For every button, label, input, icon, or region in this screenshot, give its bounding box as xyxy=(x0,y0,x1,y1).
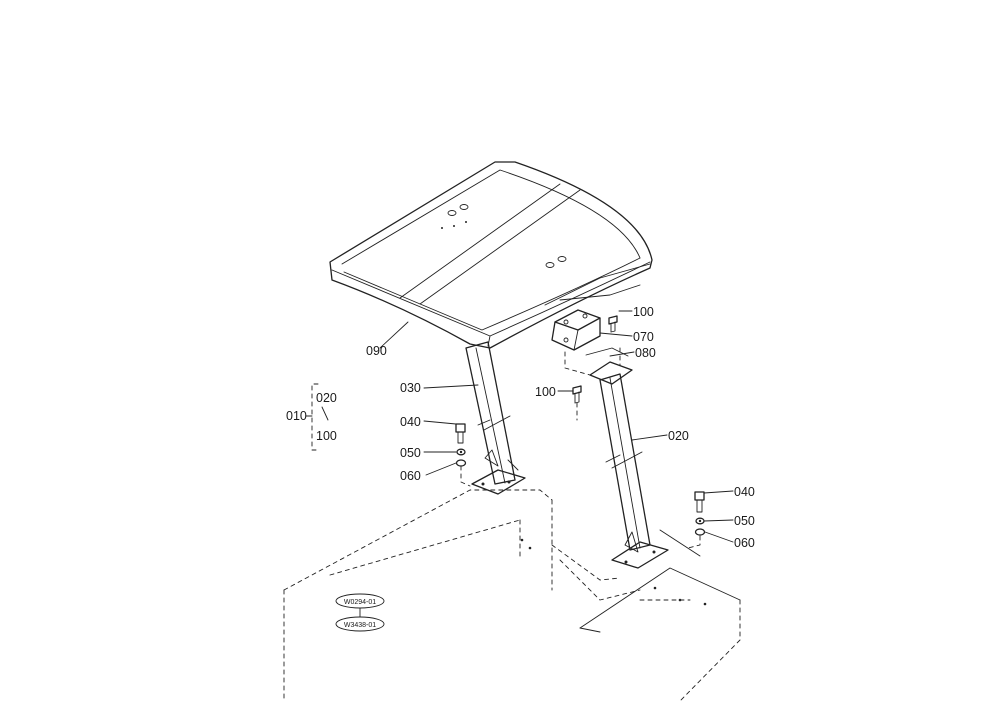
assembly-guides xyxy=(460,347,701,557)
label-040-right: 040 xyxy=(734,485,755,499)
label-090: 090 xyxy=(366,344,387,358)
label-030: 030 xyxy=(400,381,421,395)
label-060-right: 060 xyxy=(734,536,755,550)
washer-060-left xyxy=(455,459,467,467)
reference-stamp-1: W0294-01 xyxy=(335,593,385,609)
canopy-roof xyxy=(329,161,653,349)
reference-code-2: W3438-01 xyxy=(344,622,376,629)
label-020: 020 xyxy=(668,429,689,443)
label-100-top: 100 xyxy=(633,305,654,319)
label-050-left: 050 xyxy=(400,446,421,460)
washer-050-right xyxy=(695,517,705,525)
label-040-left: 040 xyxy=(400,415,421,429)
label-100-mid: 100 xyxy=(535,385,556,399)
bracket-070 xyxy=(551,309,629,357)
label-070: 070 xyxy=(633,330,654,344)
label-050-right: 050 xyxy=(734,514,755,528)
label-020-range: 020 xyxy=(316,391,337,405)
range-bracket-010 xyxy=(305,383,329,451)
washer-050-left xyxy=(456,448,466,456)
label-080: 080 xyxy=(635,346,656,360)
machine-body-outline xyxy=(283,489,741,701)
reference-stamp-2: W3438-01 xyxy=(335,616,385,632)
right-pillar-020 xyxy=(589,361,669,569)
leader-lines xyxy=(379,310,734,543)
label-100-range: 100 xyxy=(316,429,337,443)
reference-code-1: W0294-01 xyxy=(344,599,376,606)
bolt-040-left xyxy=(455,423,466,444)
left-pillar-030 xyxy=(465,341,526,495)
label-060-left: 060 xyxy=(400,469,421,483)
bolt-100-top xyxy=(608,315,618,333)
bolt-100-mid xyxy=(572,385,582,404)
washer-060-right xyxy=(694,528,706,536)
bolt-040-right xyxy=(694,491,705,513)
label-010: 010 xyxy=(286,409,307,423)
